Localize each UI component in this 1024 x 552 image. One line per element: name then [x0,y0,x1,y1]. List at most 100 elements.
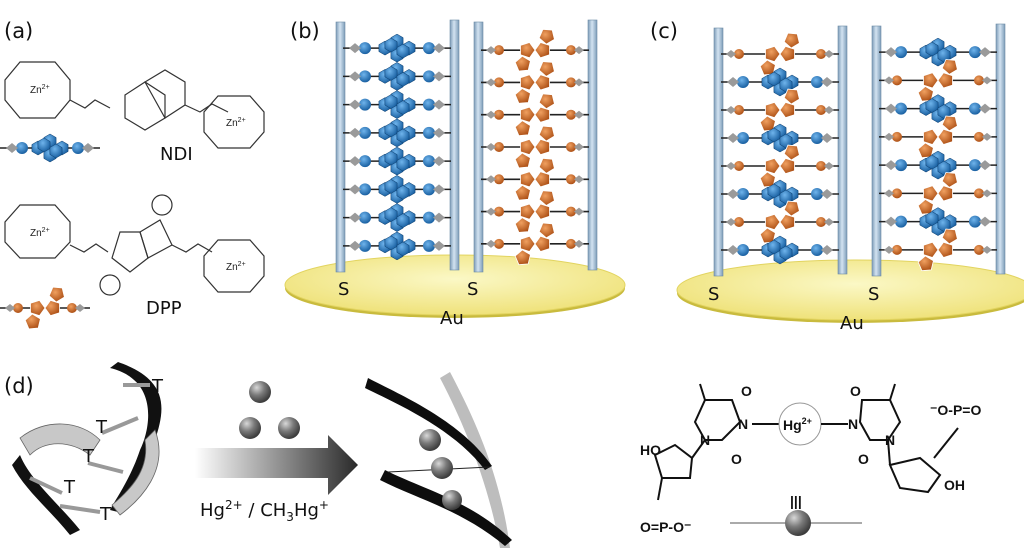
dna-strand-gray [111,429,160,516]
dpp-pentagon [30,299,46,317]
phosphate-bond [657,477,663,501]
hg-ion-sphere [419,429,441,451]
naphthalene-hexagon [396,185,410,200]
dpp-unit [879,115,997,159]
thiolate-anchor [486,175,496,184]
dpp-pentagon [923,72,939,89]
thiolate-anchor [726,162,736,170]
t-hg-t-complex: O O N N Hg2+ O O N N HO O=P-O⁻ OH ⁻O-P=O [640,383,981,536]
ndi-unit [343,62,451,91]
thiolate-anchor [727,77,739,87]
thiolate-anchor [75,304,85,312]
thiolate-anchor [884,245,894,254]
zn-cyclen-cap [359,42,371,55]
naphthalene-hexagon [937,217,951,232]
oxygen-label: O [850,383,861,399]
hg-ion-sphere [239,417,261,439]
zn-cyclen-cap [494,109,504,120]
hydroxyl-label: OH [944,477,965,493]
thiophene-pentagon [783,88,800,105]
zn-cyclen-cap [969,46,981,59]
zn-cyclen-cap [737,132,749,144]
thiolate-anchor [979,160,991,171]
thiolate-anchor [726,50,736,58]
zn-cyclen-cap [423,211,435,224]
dpp-core [139,219,173,259]
dpp-unit [481,222,589,266]
thiophene-pentagon [538,157,555,174]
propyl-linker [69,99,111,109]
dpp-pentagon [534,203,550,220]
propyl-linker [184,103,229,113]
methyl-bond [889,383,896,401]
naphthalene-hexagon [767,71,781,87]
dpp-unit [879,59,997,102]
zn-cyclen-cap [423,183,435,196]
zn-cyclen-cap [423,70,435,83]
zn-cyclen-cap [969,102,981,115]
thiophene-pentagon [514,184,531,201]
thiophene-pentagon [514,88,531,104]
zn-cyclen-cap [423,155,435,168]
dpp-pentagon [937,185,953,202]
naphthalene-hexagon [779,77,793,93]
thiolate-anchor [727,189,739,199]
naphthalene-hexagon [384,179,398,194]
dpp-unit [879,228,997,272]
zn-cyclen-cap [737,188,749,200]
sulfur-anchor-label: S [338,279,349,300]
dpp-pentagon [923,241,939,258]
reaction-arrow [195,435,358,495]
thiolate-anchor [349,212,361,223]
thiolate-anchor [982,132,992,141]
thiolate-anchor [885,47,897,58]
zn-cyclen-cap [423,126,435,139]
zn-cyclen-cap [895,159,907,172]
naphthalene-hexagon [384,235,398,251]
naphthalene-hexagon [396,100,410,115]
zn-label: Zn2+ [30,227,50,239]
thiolate-anchor [433,240,445,251]
thiolate-anchor [574,175,584,184]
thiolate-anchor [574,110,584,119]
zn-cyclen-cap [816,105,826,115]
thiolate-anchor [727,133,739,143]
zn-cyclen-cap [737,244,749,256]
naphthalene-hexagon [384,150,398,166]
phosphate-label: O=P-O⁻ [640,519,691,535]
thiolate-anchor [824,106,834,114]
thiophene-pentagon [941,172,958,188]
hg-ion-sphere [278,417,300,439]
zn-cyclen-cap [13,303,23,313]
zn-cyclen-cap [566,206,576,217]
dpp-pentagon [520,106,536,123]
phosphate-bond [933,427,959,459]
dpp-unit [481,61,589,104]
thiolate-anchor [574,46,584,55]
thymine-label: T [99,504,112,525]
sulfur-anchor-label: S [467,279,478,300]
naphthalene-hexagon [384,207,398,222]
zn-label: Zn2+ [30,84,50,96]
thiolate-anchor [5,304,15,312]
zn-cyclen-cap [16,142,28,154]
dpp-pentagon [779,213,795,231]
thiolate-anchor [574,78,584,87]
dpp-core [111,231,149,273]
zn-cyclen-cap [494,45,504,56]
sulfur-anchor-label: S [708,284,719,305]
sulfur-anchor-label: S [868,284,879,305]
rail-right [995,23,1006,275]
thiophene-pentagon [538,93,555,110]
thiolate-anchor [885,160,897,171]
thymine-ring [693,399,742,441]
ndi-unit [721,235,839,265]
thymine-base-bar [29,476,63,495]
zn-cyclen-cap [423,98,435,111]
thiolate-anchor [884,76,894,85]
zn-cyclen-cap [566,142,576,152]
dpp-pentagon [937,72,953,89]
zn-cyclen-cap [359,126,371,139]
thiolate-anchor [821,77,833,87]
